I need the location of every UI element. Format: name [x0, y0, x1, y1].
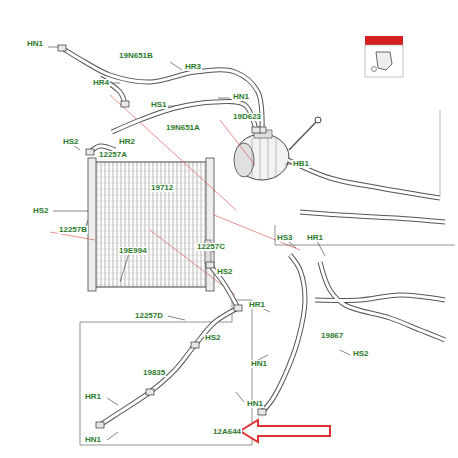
callout-number: HR1 [84, 393, 102, 401]
callout-number: HR1 [248, 301, 266, 309]
fitting [191, 342, 199, 348]
callout-number: 12257B [58, 226, 88, 234]
callout-number: HS2 [32, 207, 50, 215]
fitting [252, 127, 260, 133]
group-frame [275, 225, 455, 245]
callout-number: 19N651A [165, 124, 201, 132]
fitting [234, 305, 242, 311]
callout-number: 12257D [134, 312, 164, 320]
callout-number: HS2 [204, 334, 222, 342]
hose-fill [62, 48, 262, 130]
hose-outline [288, 160, 440, 198]
callout-number: 19867 [320, 332, 344, 340]
sensor-part [372, 52, 393, 72]
fitting [206, 262, 214, 268]
callout-number: HR3 [184, 63, 202, 71]
callout-number: HN1 [26, 40, 44, 48]
fitting [121, 101, 129, 107]
hose-fill [288, 160, 440, 198]
fitting [96, 422, 104, 428]
callout-number: HN1 [232, 93, 250, 101]
group-frame [80, 300, 252, 445]
callout-number: 19E994 [118, 247, 148, 255]
callout-number: 19712 [150, 184, 174, 192]
highlight-box [365, 36, 403, 45]
pointer-arrow [240, 420, 330, 442]
callout-number: 12257C [196, 243, 226, 251]
fitting [58, 45, 66, 51]
callout-number: HN1 [250, 360, 268, 368]
callout-number: HS3 [276, 234, 294, 242]
fitting [146, 389, 154, 395]
hose-fill [315, 295, 445, 300]
callout-number: HN1 [84, 436, 102, 444]
hose-fill [100, 308, 238, 425]
condenser [88, 158, 214, 291]
callout-number: HS2 [62, 138, 80, 146]
group-frame [440, 110, 441, 195]
fittings [58, 45, 266, 428]
callout-number: HB1 [292, 160, 310, 168]
hoses [62, 48, 445, 425]
fitting [86, 149, 94, 155]
hose-fill [300, 212, 445, 222]
callout-number: HR2 [118, 138, 136, 146]
callout-number: 19835 [142, 369, 166, 377]
callout-number: HR4 [92, 79, 110, 87]
callout-number: HN1 [246, 400, 264, 408]
callout-number: HS2 [216, 268, 234, 276]
callout-number: 12A644 [212, 428, 242, 436]
fitting [258, 409, 266, 415]
hose-outline [100, 308, 238, 425]
hose-fill [210, 265, 238, 308]
callout-number: HR1 [306, 234, 324, 242]
inset-frame [365, 45, 403, 77]
callout-number: HS2 [352, 350, 370, 358]
hose-outline [210, 265, 238, 308]
callout-number: 19D623 [232, 113, 262, 121]
hose-fill [262, 255, 305, 412]
callout-number: 12257A [98, 151, 128, 159]
hose-outline [300, 212, 445, 222]
hose-outline [62, 48, 262, 130]
hose-outline [262, 255, 305, 412]
callout-number: 19N651B [118, 52, 154, 60]
callout-number: HS1 [150, 101, 168, 109]
leaders [48, 47, 350, 440]
